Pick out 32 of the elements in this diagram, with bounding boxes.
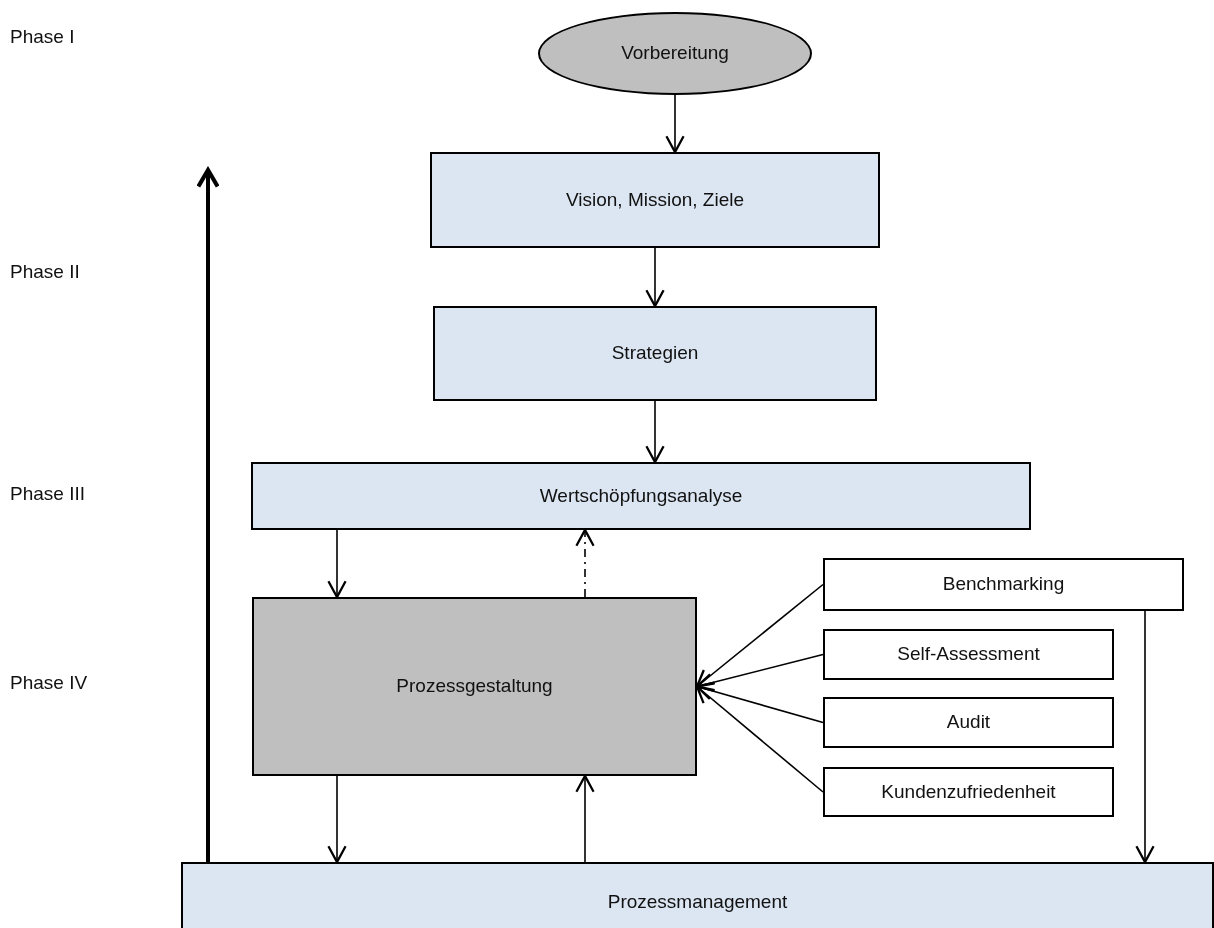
- arrow: [665, 94, 685, 154]
- node-label: Prozessgestaltung: [396, 675, 553, 698]
- arrow: [327, 529, 347, 599]
- node-label: Vision, Mission, Ziele: [565, 188, 745, 212]
- process-box: [181, 862, 1214, 928]
- process-box: [823, 767, 1114, 817]
- thick-arrow: [196, 167, 220, 862]
- arrow: [645, 247, 665, 308]
- node-label: Wertschöpfungsanalyse: [539, 484, 743, 508]
- arrow: [575, 774, 595, 863]
- node-label: Strategien: [611, 342, 699, 365]
- process-box: [823, 629, 1114, 680]
- arrow: [327, 775, 347, 864]
- process-box: [252, 597, 697, 776]
- arrow: [1135, 610, 1155, 864]
- node-label: Kundenzufriedenheit: [881, 780, 1056, 804]
- process-box: [430, 152, 880, 248]
- process-box: [433, 306, 877, 401]
- phase-label: Phase I: [10, 26, 75, 49]
- node-label: Benchmarking: [942, 573, 1065, 596]
- process-box: [251, 462, 1031, 530]
- node-label: Vorbereitung: [621, 42, 729, 65]
- phase-label: Phase IV: [10, 672, 88, 695]
- phase-label: Phase III: [10, 483, 85, 506]
- node-label: Prozessmanagement: [607, 890, 788, 914]
- process-box: [823, 558, 1184, 611]
- process-box: [823, 697, 1114, 748]
- phase-label: Phase II: [10, 261, 80, 284]
- dashed-arrow: [575, 528, 595, 598]
- arrow: [645, 400, 665, 464]
- node-label: Audit: [946, 711, 991, 734]
- node-label: Self-Assessment: [897, 643, 1040, 666]
